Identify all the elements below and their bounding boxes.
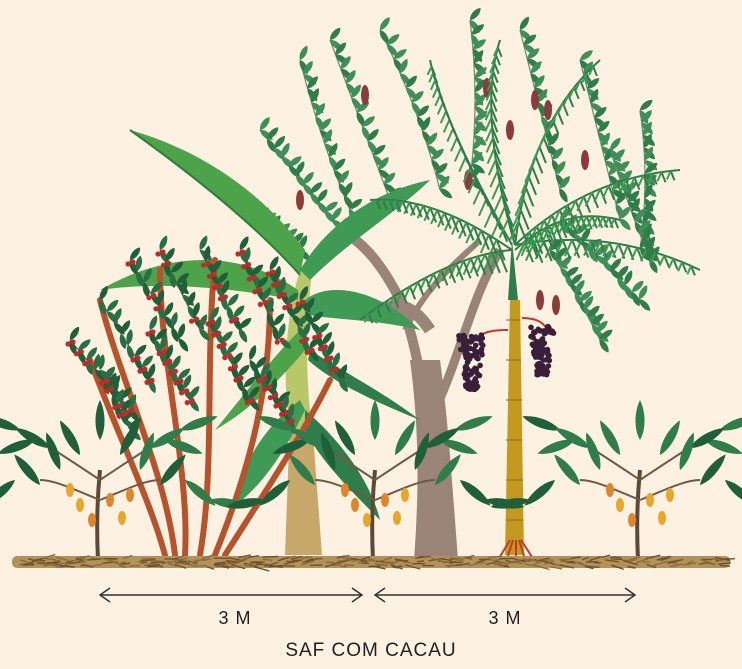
palm-trunk [505, 300, 524, 555]
dimension-label-left: 3 M [205, 608, 265, 629]
acai-bunch-left [456, 330, 508, 392]
cacao-tree-right [490, 400, 742, 560]
mulch-ground [12, 554, 735, 571]
dimension-arrow-right [375, 588, 635, 602]
acai-bunch-right [522, 318, 556, 378]
dimension-label-right: 3 M [475, 608, 535, 629]
dimension-arrow-left [100, 588, 362, 602]
acai-palm [360, 40, 700, 562]
diagram-title: SAF COM CACAU [0, 640, 742, 662]
